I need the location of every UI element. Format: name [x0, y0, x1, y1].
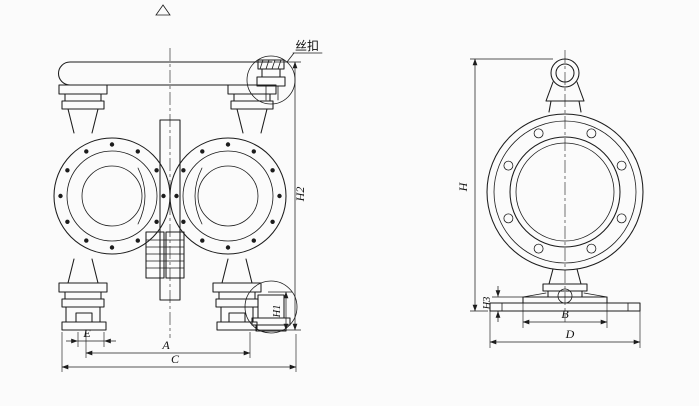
right-foot: [216, 306, 258, 331]
top-left-flange: [58, 84, 108, 134]
side-view: [486, 50, 644, 322]
front-view: 丝扣: [53, 4, 323, 338]
dim-label-h: H: [456, 181, 470, 192]
left-foot: [61, 306, 107, 331]
dim-label-c: C: [171, 352, 180, 366]
dim-label-h1: H1: [272, 305, 283, 319]
dim-label-d: D: [565, 327, 575, 341]
thread-detail-callout-circle: [246, 55, 296, 105]
dim-label-a: A: [161, 338, 170, 352]
side-dimensions: H H3 B D: [456, 58, 641, 348]
center-body: [145, 119, 185, 301]
base-assembly: [489, 268, 641, 312]
dim-label-e: E: [82, 326, 91, 340]
thread-callout-leader: [286, 52, 295, 63]
thread-callout-label: 丝扣: [295, 39, 319, 53]
lifting-ring: [545, 58, 585, 113]
front-dimensions: H2 H1 E A C: [61, 61, 307, 372]
top-center-mark: [155, 4, 171, 16]
left-chamber: [53, 137, 171, 255]
threaded-fitting: [256, 59, 286, 101]
right-chamber: [169, 137, 287, 255]
bottom-right-flange: [212, 258, 262, 308]
dim-label-h2: H2: [293, 187, 307, 203]
top-right-flange: [227, 84, 277, 134]
dim-label-b: B: [561, 307, 569, 321]
dim-label-h3: H3: [482, 297, 493, 311]
clamp-bolts: [503, 128, 627, 254]
outlet-muffler: [251, 294, 291, 332]
air-manifold: [58, 61, 273, 86]
bottom-left-flange: [58, 258, 108, 308]
housing-rings: [486, 113, 644, 271]
